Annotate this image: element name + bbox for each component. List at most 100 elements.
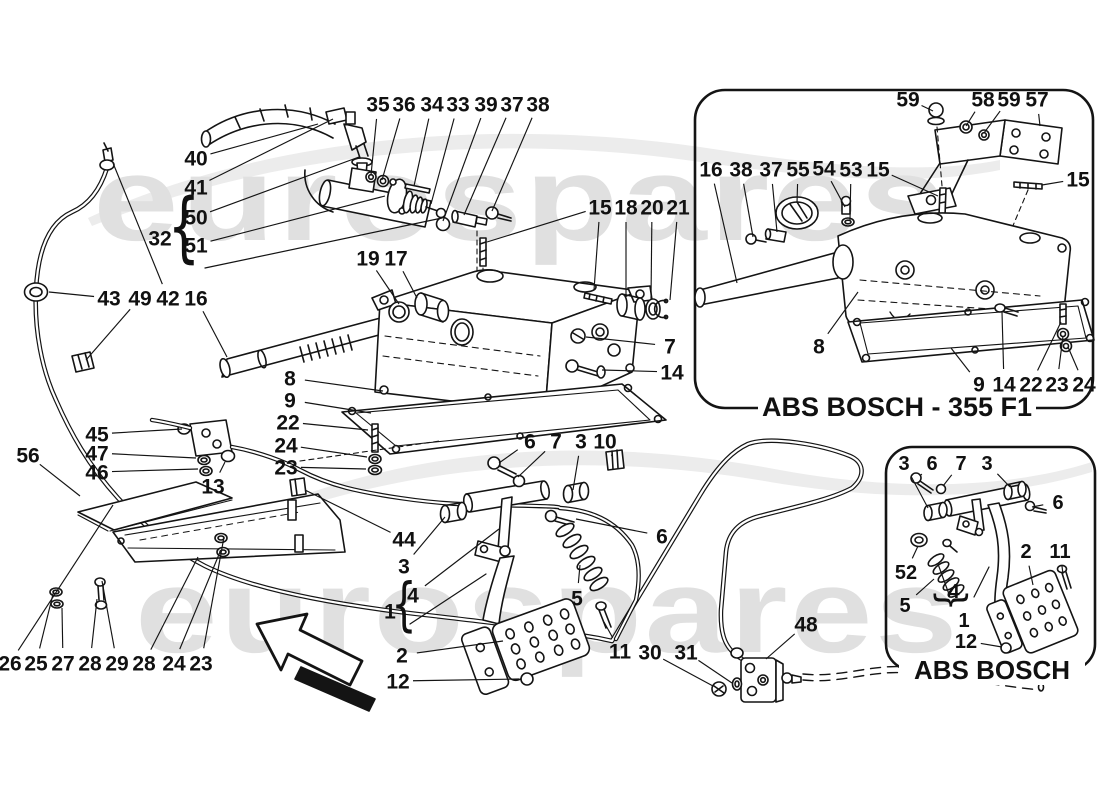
leader-line-3 bbox=[996, 473, 1011, 488]
callout-50: 50 bbox=[184, 207, 207, 230]
callout-22: 22 bbox=[1019, 374, 1042, 397]
callout-59: 59 bbox=[896, 89, 919, 112]
callout-47: 47 bbox=[85, 443, 108, 466]
leader-line-44 bbox=[304, 489, 391, 533]
callout-24: 24 bbox=[162, 653, 186, 676]
leader-line-33 bbox=[430, 118, 455, 205]
bolt-6-left bbox=[487, 456, 501, 470]
callout-7: 7 bbox=[664, 336, 676, 359]
watermark-swoosh-bottom bbox=[230, 450, 1092, 532]
watermark-text-top: eurospares bbox=[93, 132, 948, 266]
callout-58: 58 bbox=[971, 89, 995, 112]
inset-br-label-mask bbox=[899, 656, 1085, 685]
leader-line-28 bbox=[91, 598, 98, 649]
callout-56: 56 bbox=[16, 445, 39, 468]
bolt-6-right bbox=[544, 509, 558, 523]
callout-55: 55 bbox=[786, 159, 810, 182]
bolt-11 bbox=[595, 601, 607, 611]
leader-line-57 bbox=[1038, 113, 1041, 127]
leader-line-24 bbox=[1067, 346, 1079, 371]
callout-7: 7 bbox=[955, 453, 966, 475]
leader-line-29 bbox=[101, 580, 115, 649]
callout-16: 16 bbox=[184, 288, 207, 311]
bushing-3-right bbox=[562, 484, 574, 504]
stud-22-washers bbox=[299, 423, 441, 476]
callout-14: 14 bbox=[992, 374, 1016, 397]
pipe-end-fitting bbox=[102, 147, 114, 163]
callout-8: 8 bbox=[813, 336, 825, 359]
leader-line-40 bbox=[210, 123, 319, 155]
junction-block-48 bbox=[711, 647, 1045, 703]
cap-nut-12 bbox=[520, 672, 534, 686]
nut-7 bbox=[512, 474, 526, 488]
callout-16: 16 bbox=[699, 159, 722, 182]
callout-37: 37 bbox=[759, 159, 782, 182]
callout-6: 6 bbox=[1052, 492, 1063, 514]
leader-line-11 bbox=[603, 621, 614, 639]
pedal-pad-2 bbox=[491, 598, 591, 682]
abs-pedal bbox=[910, 472, 1079, 654]
callout-5: 5 bbox=[899, 595, 910, 617]
leader-line-47 bbox=[111, 453, 197, 459]
bushing-17 bbox=[414, 292, 428, 316]
fitting-13 bbox=[220, 449, 236, 463]
leader-line-59 bbox=[983, 110, 1001, 134]
pipe-clamp-44 bbox=[289, 477, 307, 497]
leader-line-15 bbox=[486, 210, 586, 243]
leader-line-7 bbox=[942, 474, 953, 487]
callout-15: 15 bbox=[866, 159, 890, 182]
callout-28: 28 bbox=[132, 653, 156, 676]
leader-line-5 bbox=[915, 578, 935, 596]
leader-line-6 bbox=[1031, 504, 1044, 508]
leader-line-15 bbox=[891, 174, 939, 197]
callout-3: 3 bbox=[575, 431, 587, 454]
leader-line-22 bbox=[302, 422, 369, 431]
callout-45: 45 bbox=[85, 424, 109, 447]
callout-3: 3 bbox=[898, 453, 909, 475]
callout-23: 23 bbox=[274, 457, 297, 480]
leader-line-13 bbox=[219, 461, 226, 473]
leader-line-7 bbox=[517, 450, 546, 478]
callout-1: 1 bbox=[958, 610, 969, 632]
callout-7: 7 bbox=[550, 431, 562, 454]
callout-34: 34 bbox=[420, 94, 444, 117]
leader-line-52 bbox=[911, 545, 919, 559]
callout-23: 23 bbox=[1045, 374, 1068, 397]
callout-59: 59 bbox=[997, 89, 1020, 112]
grommet bbox=[23, 282, 49, 302]
inset-tr-label: ABS BOSCH - 355 F1 bbox=[762, 392, 1032, 422]
callout-11: 11 bbox=[609, 641, 632, 664]
bolt-14 bbox=[565, 359, 579, 373]
leader-line-7 bbox=[585, 336, 656, 345]
callout-28: 28 bbox=[78, 653, 102, 676]
leader-line-6 bbox=[919, 473, 923, 477]
leader-line-8 bbox=[304, 379, 384, 392]
callout-36: 36 bbox=[392, 94, 415, 117]
leader-line-35 bbox=[370, 118, 378, 176]
callout-6: 6 bbox=[656, 526, 668, 549]
leader-line-26 bbox=[17, 504, 114, 651]
callout-31: 31 bbox=[674, 642, 698, 665]
callout-6: 6 bbox=[524, 431, 536, 454]
callout-53: 53 bbox=[839, 159, 862, 182]
leader-line-9 bbox=[304, 401, 372, 414]
callout-40: 40 bbox=[184, 148, 207, 171]
callout-12: 12 bbox=[955, 631, 977, 653]
inset-br-label: ABS BOSCH bbox=[914, 655, 1070, 685]
leader-line-16 bbox=[202, 311, 228, 358]
leader-line-58 bbox=[965, 111, 976, 127]
pivot-parts-right bbox=[583, 292, 669, 321]
watermark-swoosh-top bbox=[88, 133, 1000, 226]
leader-line-23 bbox=[300, 466, 367, 470]
callout-33: 33 bbox=[446, 94, 469, 117]
callout-15: 15 bbox=[1066, 169, 1090, 192]
callout-44: 44 bbox=[392, 529, 416, 552]
leader-line-55 bbox=[796, 183, 799, 204]
leader-line-15 bbox=[593, 221, 600, 291]
callout-27: 27 bbox=[51, 653, 74, 676]
callout-42: 42 bbox=[156, 288, 179, 311]
callout-15: 15 bbox=[588, 197, 612, 220]
leader-line-8 bbox=[827, 291, 859, 335]
callout-3: 3 bbox=[981, 453, 992, 475]
